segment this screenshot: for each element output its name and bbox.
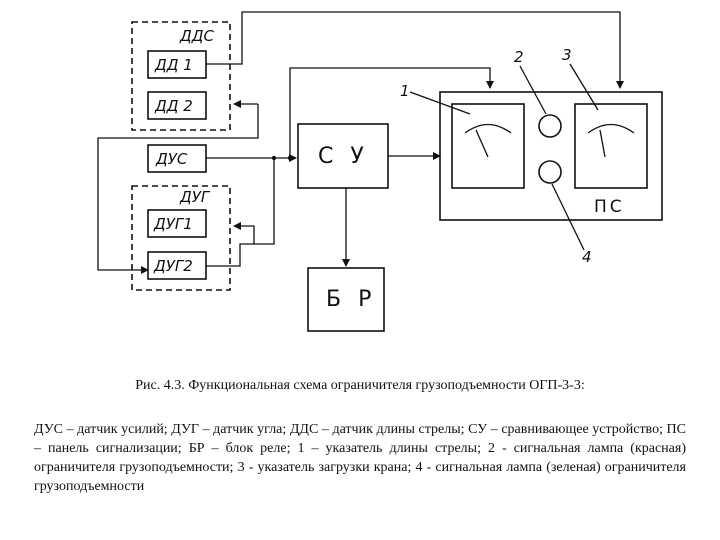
crane-load-dial-arc: [587, 123, 635, 134]
boom-length-indicator: [451, 103, 525, 189]
signal-panel-label: ПС: [594, 197, 625, 217]
callout-2: 2: [514, 48, 524, 66]
dds-group-label: ДДС: [179, 27, 214, 45]
functional-diagram: ДДС ДД 1 ДД 2 ДУС ДУГ ДУГ1 ДУГ2 С У Б Р …: [97, 11, 663, 332]
callout-3: 3: [562, 46, 572, 64]
br-block: [307, 267, 385, 332]
dus-label: ДУС: [155, 150, 188, 168]
figure-caption: Рис. 4.3. Функциональная схема ограничит…: [135, 378, 585, 393]
boom-length-needle: [475, 129, 489, 158]
wiring: [97, 11, 624, 274]
dug2-label: ДУГ2: [153, 257, 193, 275]
callout-1: 1: [400, 82, 410, 100]
callout-1-leader: [409, 91, 471, 115]
dd1-label: ДД 1: [154, 56, 193, 74]
dd2-label: ДД 2: [154, 97, 193, 115]
su-block: [297, 123, 389, 189]
green-signal-lamp: [538, 160, 562, 184]
callout-2-leader: [519, 65, 547, 115]
dug2-block: [147, 251, 207, 280]
dug-group-label: ДУГ: [179, 188, 211, 206]
dug-group-frame: [131, 185, 231, 291]
dds-group-frame: [131, 21, 231, 131]
br-label: Б Р: [326, 287, 376, 312]
dug1-label: ДУГ1: [153, 215, 193, 233]
callout-4: 4: [582, 248, 592, 266]
callout-4-leader: [551, 183, 585, 251]
dug1-block: [147, 209, 207, 238]
figure-legend: ДУС – датчик усилий; ДУГ – датчик угла; …: [34, 422, 686, 494]
su-label: С У: [318, 144, 369, 169]
boom-length-dial-arc: [464, 123, 512, 134]
callout-3-leader: [569, 63, 599, 111]
dd2-block: [147, 91, 207, 120]
red-signal-lamp: [538, 114, 562, 138]
crane-load-indicator: [574, 103, 648, 189]
crane-load-needle: [599, 129, 606, 158]
